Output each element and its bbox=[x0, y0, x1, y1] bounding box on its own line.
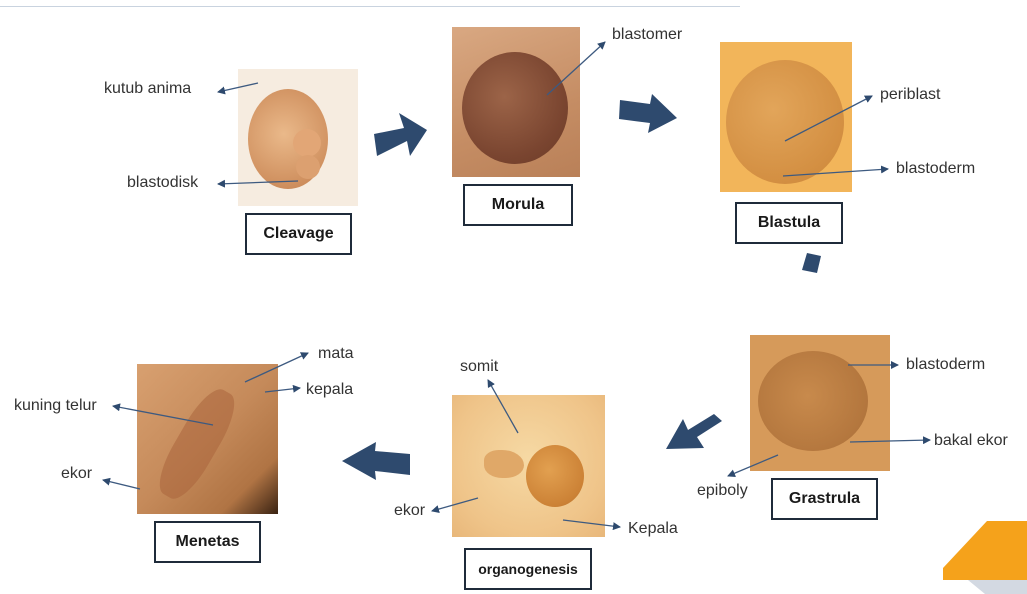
pointer-blastodisk bbox=[218, 181, 298, 184]
pointer-epiboly bbox=[728, 455, 778, 476]
flow-arrow-grastrula-organogenesis bbox=[666, 414, 722, 449]
label-ekor-menetas: ekor bbox=[61, 465, 92, 483]
pointer-blastomer bbox=[547, 42, 605, 95]
label-kuning-telur: kuning telur bbox=[14, 397, 97, 415]
label-somit: somit bbox=[460, 358, 498, 376]
label-blastoderm-top: blastoderm bbox=[896, 160, 975, 178]
stage-cleavage: Cleavage bbox=[245, 213, 352, 255]
label-blastomer: blastomer bbox=[612, 26, 682, 44]
flow-arrow-organogenesis-menetas bbox=[342, 442, 410, 480]
pointer-ekor-1 bbox=[432, 498, 478, 511]
label-epiboly: epiboly bbox=[697, 482, 748, 500]
pointer-kuning-telur bbox=[113, 406, 213, 425]
label-mata: mata bbox=[318, 345, 354, 363]
flow-arrow-blastula-grastrula bbox=[802, 253, 821, 273]
flow-arrow-cleavage-morula bbox=[374, 113, 427, 156]
stage-grastrula: Grastrula bbox=[771, 478, 878, 520]
pointer-ekor-2 bbox=[103, 480, 140, 489]
label-periblast: periblast bbox=[880, 86, 940, 104]
label-kepala-organogenesis: Kepala bbox=[628, 520, 678, 538]
pointer-kutub-anima bbox=[218, 83, 258, 92]
pointer-kepala-1 bbox=[563, 520, 620, 527]
stage-organogenesis: organogenesis bbox=[464, 548, 592, 590]
corner-decoration-orange bbox=[943, 521, 1027, 580]
pointer-somit bbox=[488, 380, 518, 433]
stage-blastula: Blastula bbox=[735, 202, 843, 244]
label-bakal-ekor: bakal ekor bbox=[934, 432, 1008, 450]
stage-menetas: Menetas bbox=[154, 521, 261, 563]
pointer-blastoderm-1 bbox=[783, 169, 888, 176]
label-kutub-anima: kutub anima bbox=[104, 80, 191, 98]
stage-morula: Morula bbox=[463, 184, 573, 226]
flow-arrow-morula-blastula bbox=[619, 94, 677, 133]
label-ekor-organogenesis: ekor bbox=[394, 502, 425, 520]
pointer-periblast bbox=[785, 96, 872, 141]
pointer-bakal-ekor bbox=[850, 440, 930, 442]
label-blastodisk: blastodisk bbox=[127, 174, 198, 192]
pointer-kepala-2 bbox=[265, 388, 300, 392]
corner-decoration-grey bbox=[968, 580, 1027, 594]
label-kepala-menetas: kepala bbox=[306, 381, 353, 399]
label-blastoderm-bottom: blastoderm bbox=[906, 356, 985, 374]
pointer-mata bbox=[245, 353, 308, 382]
